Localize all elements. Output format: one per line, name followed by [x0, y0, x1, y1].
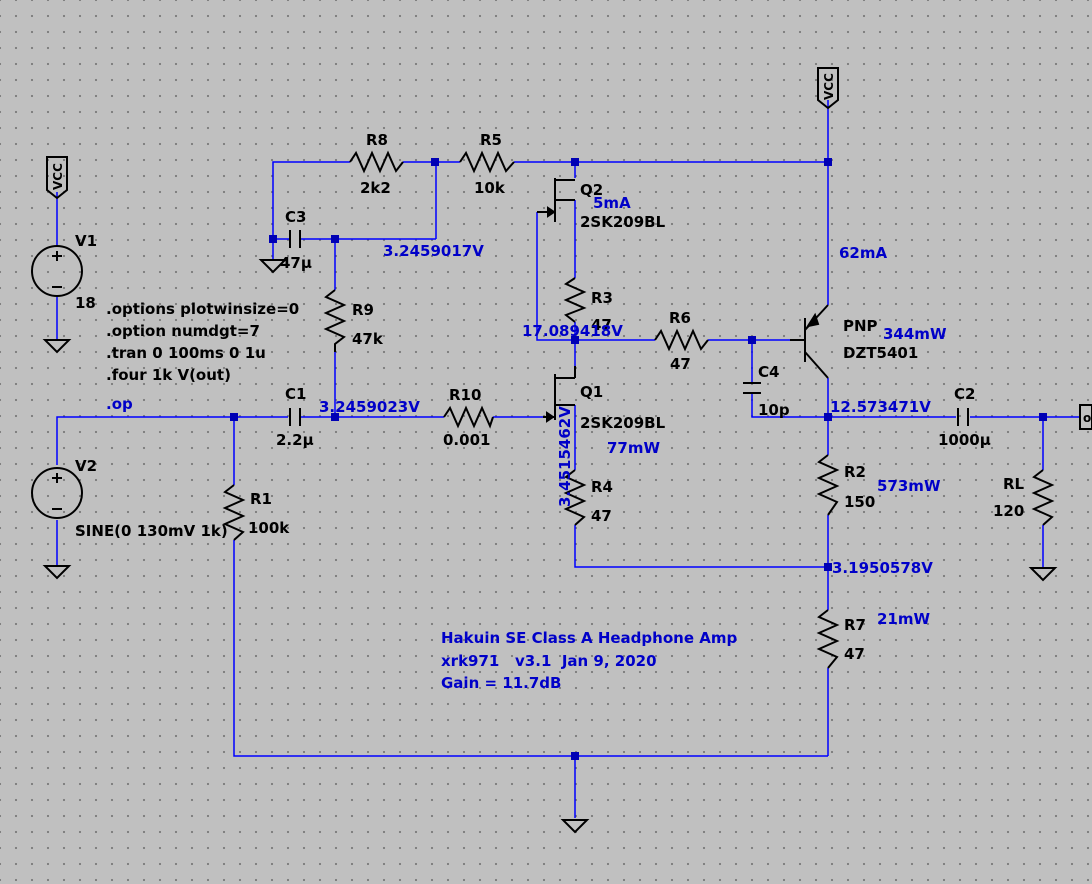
power-r2: 573mW — [877, 477, 941, 495]
capacitor-c3[interactable]: C3 47µ — [280, 208, 312, 272]
resistor-r5[interactable]: R5 10k — [459, 131, 515, 197]
ground-icon-c3 — [258, 259, 288, 274]
r7-ref: R7 — [844, 616, 866, 634]
c1-value: 2.2µ — [276, 431, 314, 449]
r4-ref: R4 — [591, 478, 613, 496]
r10-ref: R10 — [449, 386, 481, 404]
r5-ref: R5 — [480, 131, 502, 149]
r9-value: 47k — [352, 330, 384, 348]
current-q3: 62mA — [839, 244, 888, 262]
op-annotations: 3.2459017V 3.2459023V 17.089418V 3.45154… — [319, 194, 947, 628]
out-flag-label: out — [1083, 411, 1092, 425]
resistor-r2[interactable]: R2 150 — [816, 454, 875, 516]
op-directive[interactable]: .op — [106, 395, 133, 413]
directive-2: .option numdgt=7 — [106, 322, 260, 340]
rl-ref: RL — [1003, 475, 1025, 493]
capacitor-c2[interactable]: C2 1000µ — [938, 385, 991, 449]
node-voltage-q1-source: 3.4515462V — [556, 406, 574, 507]
capacitor-c4[interactable]: C4 10p — [743, 363, 790, 419]
c2-ref: C2 — [954, 385, 975, 403]
ground-icon-main — [560, 819, 590, 834]
c1-ref: C1 — [285, 385, 306, 403]
r2-ref: R2 — [844, 463, 866, 481]
resistor-r4[interactable]: R4 47 — [563, 469, 613, 526]
r7-value: 47 — [844, 645, 865, 663]
r6-value: 47 — [670, 355, 691, 373]
directive-1: .options plotwinsize=0 — [106, 300, 299, 318]
resistor-r9[interactable]: R9 47k — [323, 289, 384, 352]
resistor-r8[interactable]: R8 2k2 — [349, 131, 404, 197]
out-flag[interactable]: out — [1079, 404, 1092, 430]
c3-ref: C3 — [285, 208, 306, 226]
node-voltage-out: 12.573471V — [830, 398, 931, 416]
ground-icon-v2 — [42, 565, 72, 580]
voltage-source-v2[interactable]: V2 SINE(0 130mV 1k) — [31, 457, 228, 540]
v2-ref: V2 — [75, 457, 97, 475]
power-q3: 344mW — [883, 325, 947, 343]
power-q1: 77mW — [607, 439, 661, 457]
resistor-r3[interactable]: R3 47 — [563, 277, 613, 334]
vcc-flag-left-label: VCC — [51, 163, 65, 190]
voltage-source-v1[interactable]: V1 18 — [31, 232, 97, 312]
r1-ref: R1 — [250, 490, 272, 508]
c2-value: 1000µ — [938, 431, 991, 449]
ground-icon-rl — [1028, 567, 1058, 582]
r1-value: 100k — [248, 519, 290, 537]
title-line-3: Gain = 11.7dB — [441, 674, 561, 692]
resistor-rl[interactable]: RL 120 — [993, 469, 1055, 526]
junctions — [230, 158, 1047, 760]
q3-value: DZT5401 — [843, 344, 918, 362]
node-voltage-q1-drain: 17.089418V — [522, 322, 623, 340]
c4-value: 10p — [758, 401, 790, 419]
jfet-q2[interactable]: Q2 2SK209BL — [537, 178, 666, 231]
vcc-flag-left[interactable]: VCC — [46, 156, 68, 200]
q2-ref: Q2 — [580, 181, 603, 199]
rl-value: 120 — [993, 502, 1024, 520]
r5-value: 10k — [474, 179, 506, 197]
current-q2: 5mA — [593, 194, 631, 212]
r10-value: 0.001 — [443, 431, 490, 449]
node-voltage-r2-r7: 3.1950578V — [832, 559, 933, 577]
q1-ref: Q1 — [580, 383, 603, 401]
vcc-flag-right[interactable]: VCC — [817, 67, 839, 110]
r6-ref: R6 — [669, 309, 691, 327]
ground-symbols — [42, 259, 1058, 834]
resistor-r6[interactable]: R6 47 — [654, 309, 709, 373]
power-r7: 21mW — [877, 610, 931, 628]
directive-3: .tran 0 100ms 0 1u — [106, 344, 266, 362]
v1-value: 18 — [75, 294, 96, 312]
title-block[interactable]: Hakuin SE Class A Headphone Amp xrk971 v… — [441, 629, 737, 692]
node-voltage-gate: 3.2459023V — [319, 398, 420, 416]
c4-ref: C4 — [758, 363, 779, 381]
title-line-1: Hakuin SE Class A Headphone Amp — [441, 629, 737, 647]
resistor-r7[interactable]: R7 47 — [816, 609, 866, 669]
r9-ref: R9 — [352, 301, 374, 319]
node-voltage-feedback: 3.2459017V — [383, 242, 484, 260]
r8-value: 2k2 — [360, 179, 391, 197]
pnp-transistor-q3[interactable]: PNP DZT5401 — [790, 304, 918, 379]
ground-icon-v1 — [42, 339, 72, 354]
r2-value: 150 — [844, 493, 875, 511]
v2-value: SINE(0 130mV 1k) — [75, 522, 228, 540]
directive-4: .four 1k V(out) — [106, 366, 231, 384]
q2-value: 2SK209BL — [580, 213, 666, 231]
v1-ref: V1 — [75, 232, 97, 250]
spice-directives[interactable]: .options plotwinsize=0 .option numdgt=7 … — [106, 300, 299, 384]
r8-ref: R8 — [366, 131, 388, 149]
r3-value: 47 — [591, 316, 612, 334]
q3-ref: PNP — [843, 317, 878, 335]
q1-value: 2SK209BL — [580, 414, 666, 432]
title-line-2: xrk971 v3.1 Jan 9, 2020 — [441, 652, 657, 670]
r3-ref: R3 — [591, 289, 613, 307]
jfet-q1[interactable]: Q1 2SK209BL — [543, 366, 666, 432]
r4-value: 47 — [591, 507, 612, 525]
resistor-r10[interactable]: R10 0.001 — [443, 386, 494, 449]
c3-value: 47µ — [280, 254, 312, 272]
vcc-flag-right-label: VCC — [822, 73, 836, 100]
capacitor-c1[interactable]: C1 2.2µ — [276, 385, 314, 449]
resistor-r1[interactable]: R1 100k — [222, 484, 290, 541]
